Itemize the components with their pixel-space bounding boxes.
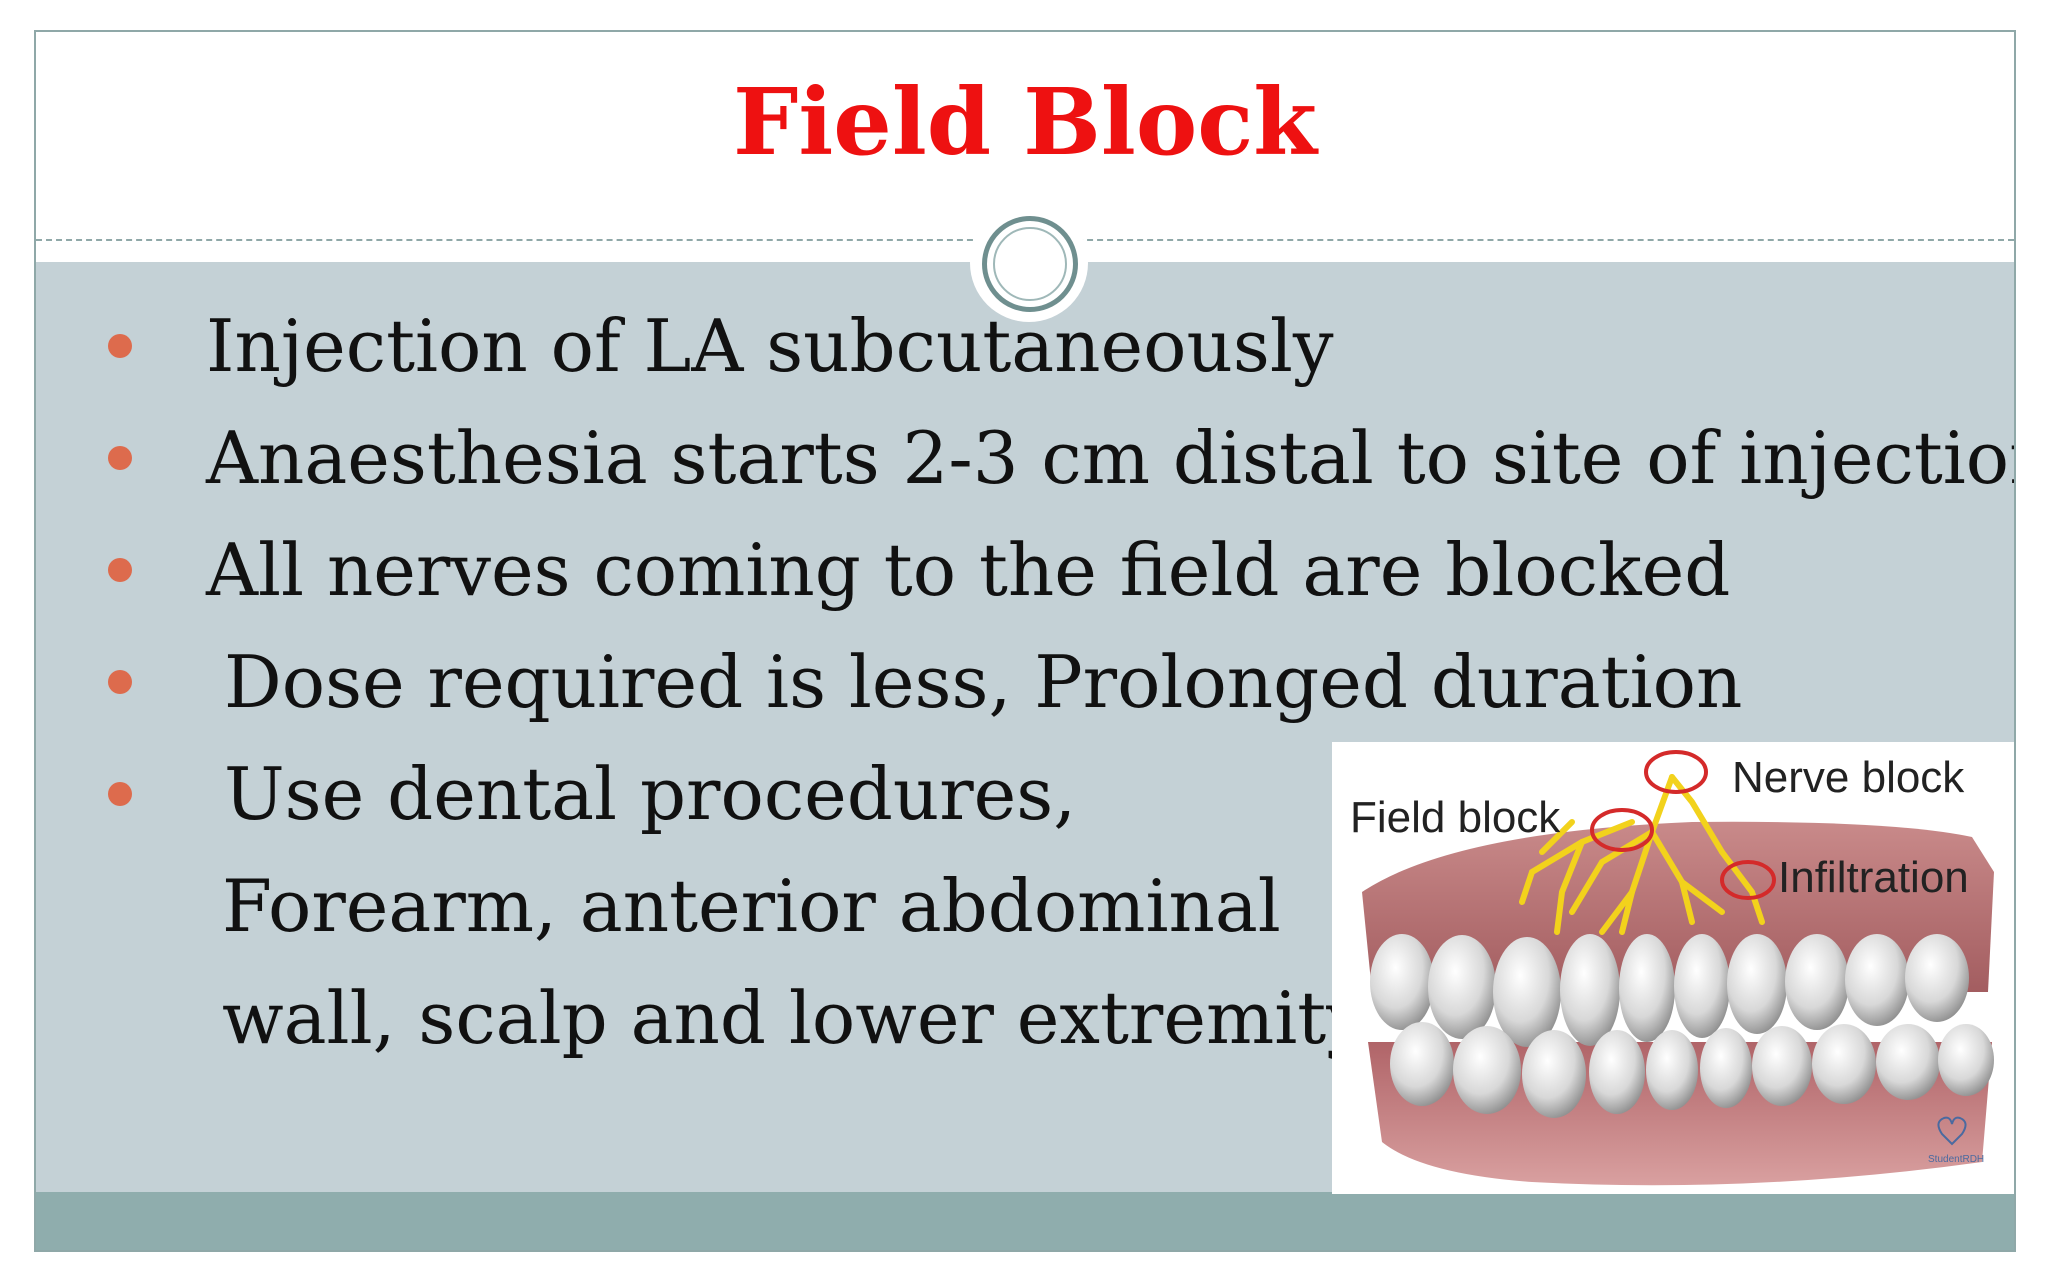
bullet-text: All nerves coming to the field are block… [206,528,1731,612]
bullet-text: Use dental procedures, [224,752,1077,836]
bullet-continuation-line: Forearm, anterior abdominal [222,864,1281,948]
circle-ornament-icon [970,204,1088,322]
slide: Field Block Injection of LA subcutaneous… [34,30,2016,1252]
footer-band [36,1192,2014,1250]
nerve-block-label: Nerve block [1732,753,1965,802]
upper-teeth [1370,934,1969,1047]
ornament-ring [982,216,1078,312]
bullet-dot-icon [108,334,132,358]
nerve-branches [1519,774,1765,935]
dental-illustration: Nerve block Field block Infiltration Stu… [1350,750,1994,1186]
slide-title: Field Block [733,68,1317,176]
dental-anesthesia-figure: Nerve block Field block Infiltration Stu… [1332,742,2014,1194]
bullet-dot-icon [108,558,132,582]
bullet-dot-icon [108,446,132,470]
studentrdh-logo: StudentRDH [1928,1116,1984,1165]
bullet-item: Injection of LA subcutaneously [86,290,2014,402]
bullet-text: Anaesthesia starts 2-3 cm distal to site… [206,416,2016,500]
infiltration-label: Infiltration [1778,853,1969,902]
bullet-dot-icon [108,670,132,694]
logo-text: StudentRDH [1928,1154,1984,1165]
bullet-item: Dose required is less, Prolonged duratio… [86,626,2014,738]
bullet-list: Injection of LA subcutaneously Anaesthes… [86,290,2016,1074]
bullet-text: Dose required is less, Prolonged duratio… [224,640,1743,724]
ornament-inner-ring [993,227,1067,301]
lower-teeth [1390,1022,1994,1118]
bullet-item: Use dental procedures, [86,738,2014,850]
injection-site-markers [1590,750,1776,900]
bullet-item: All nerves coming to the field are block… [86,514,2014,626]
bullet-dot-icon [108,782,132,806]
field-block-label: Field block [1350,793,1561,842]
bullet-item: Anaesthesia starts 2-3 cm distal to site… [86,402,2016,514]
bullet-text: Injection of LA subcutaneously [206,304,1334,388]
bullet-continuation-line: wall, scalp and lower extremity. [222,976,1381,1060]
